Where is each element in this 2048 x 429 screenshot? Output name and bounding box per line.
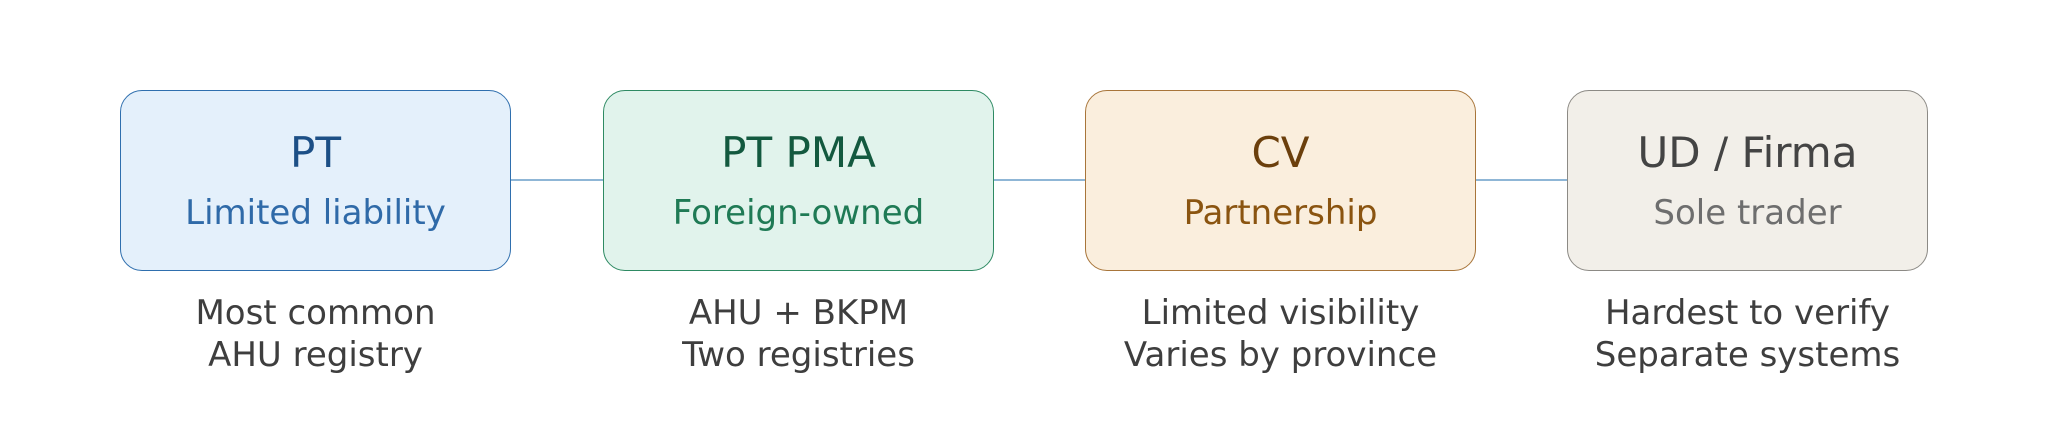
node-title: UD / Firma (1637, 127, 1858, 177)
node-notes: AHU + BKPM Two registries (603, 292, 994, 376)
node-subtitle: Sole trader (1653, 192, 1842, 233)
note-line: Limited visibility (1141, 293, 1420, 333)
note-line: Varies by province (1123, 335, 1438, 375)
node-title: PT PMA (721, 127, 876, 177)
node-notes: Most common AHU registry (120, 292, 511, 376)
node-pt-pma: PT PMA Foreign-owned (603, 90, 994, 271)
node-title: PT (290, 127, 341, 177)
node-pt: PT Limited liability (120, 90, 511, 271)
note-line: AHU registry (208, 335, 423, 375)
note-line: Most common (195, 293, 436, 333)
node-subtitle: Foreign-owned (672, 192, 925, 233)
note-line: Separate systems (1594, 335, 1901, 375)
connector-2-3 (993, 179, 1085, 181)
node-cv: CV Partnership (1085, 90, 1476, 271)
connector-3-4 (1475, 179, 1567, 181)
node-subtitle: Partnership (1183, 192, 1378, 233)
connector-1-2 (511, 179, 603, 181)
node-subtitle: Limited liability (185, 192, 446, 233)
note-line: Two registries (682, 335, 915, 375)
node-notes: Limited visibility Varies by province (1085, 292, 1476, 376)
node-notes: Hardest to verify Separate systems (1567, 292, 1928, 376)
note-line: AHU + BKPM (688, 293, 909, 333)
node-ud-firma: UD / Firma Sole trader (1567, 90, 1928, 271)
note-line: Hardest to verify (1604, 293, 1891, 333)
node-title: CV (1251, 127, 1310, 177)
